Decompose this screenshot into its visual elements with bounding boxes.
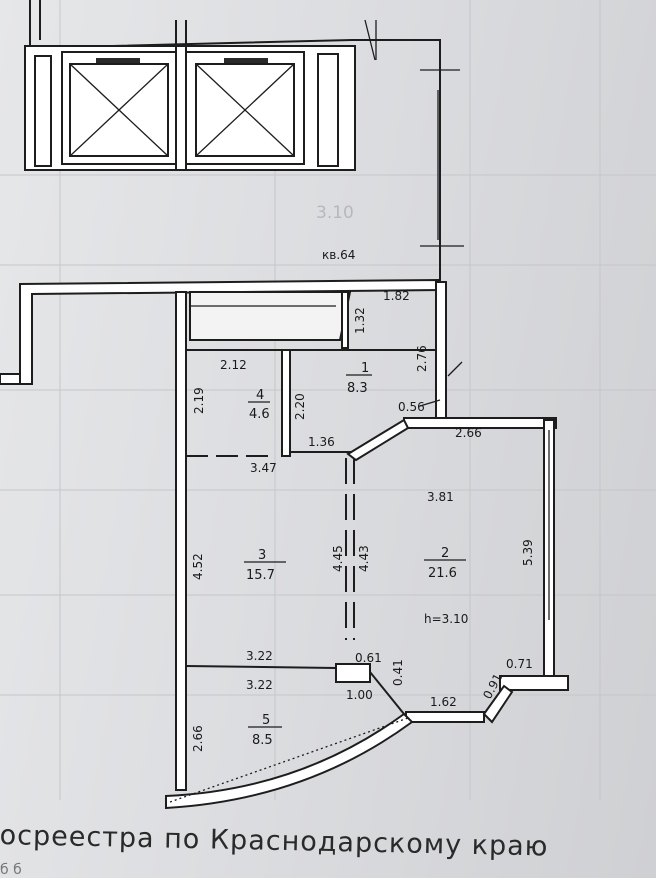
room-3-number: 3 <box>258 548 266 563</box>
dim-0-56: 0.56 <box>398 400 425 414</box>
dim-2-66-bottom: 2.66 <box>191 725 205 752</box>
elevator-block <box>24 0 464 280</box>
ceiling-height: h=3.10 <box>424 612 468 626</box>
room-3-area: 15.7 <box>246 568 275 583</box>
dim-1-82: 1.82 <box>383 289 410 303</box>
room-4-area: 4.6 <box>249 407 270 422</box>
dim-1-00: 1.00 <box>346 688 373 702</box>
apartment-label: кв.64 <box>322 248 355 262</box>
apartment-walls <box>0 90 569 810</box>
background-grid: 3.10 <box>0 0 656 800</box>
room-2-number: 2 <box>441 546 449 561</box>
dim-3-22-top: 3.22 <box>246 649 273 663</box>
room-1-area: 8.3 <box>347 381 368 396</box>
room-5-number: 5 <box>262 713 270 728</box>
room-4-number: 4 <box>256 388 264 403</box>
dim-3-81: 3.81 <box>427 490 454 504</box>
elevator-shaft-right <box>185 51 305 165</box>
dim-4-43: 4.43 <box>357 545 371 572</box>
dim-2-76: 2.76 <box>415 345 429 372</box>
dim-1-62: 1.62 <box>430 695 457 709</box>
dim-5-39: 5.39 <box>521 539 535 566</box>
room-1-number: 1 <box>361 361 369 376</box>
dim-4-45: 4.45 <box>331 545 345 572</box>
dim-2-20: 2.20 <box>293 393 307 420</box>
dim-0-41: 0.41 <box>391 659 405 686</box>
dim-4-52: 4.52 <box>191 553 205 580</box>
dim-1-32: 1.32 <box>353 307 367 334</box>
dim-3-47: 3.47 <box>250 461 277 475</box>
room-5-area: 8.5 <box>252 733 273 748</box>
dim-0-71: 0.71 <box>506 657 533 671</box>
faint-height-label: 3.10 <box>316 203 354 223</box>
dim-0-61: 0.61 <box>355 651 382 665</box>
room-2-area: 21.6 <box>428 566 457 581</box>
dim-2-12: 2.12 <box>220 358 247 372</box>
footer-partial-text: б б <box>0 862 22 878</box>
dim-1-36: 1.36 <box>308 435 335 449</box>
dim-3-22-bottom: 3.22 <box>246 678 273 692</box>
dim-2-66-top: 2.66 <box>455 426 482 440</box>
dim-2-19: 2.19 <box>192 387 206 414</box>
